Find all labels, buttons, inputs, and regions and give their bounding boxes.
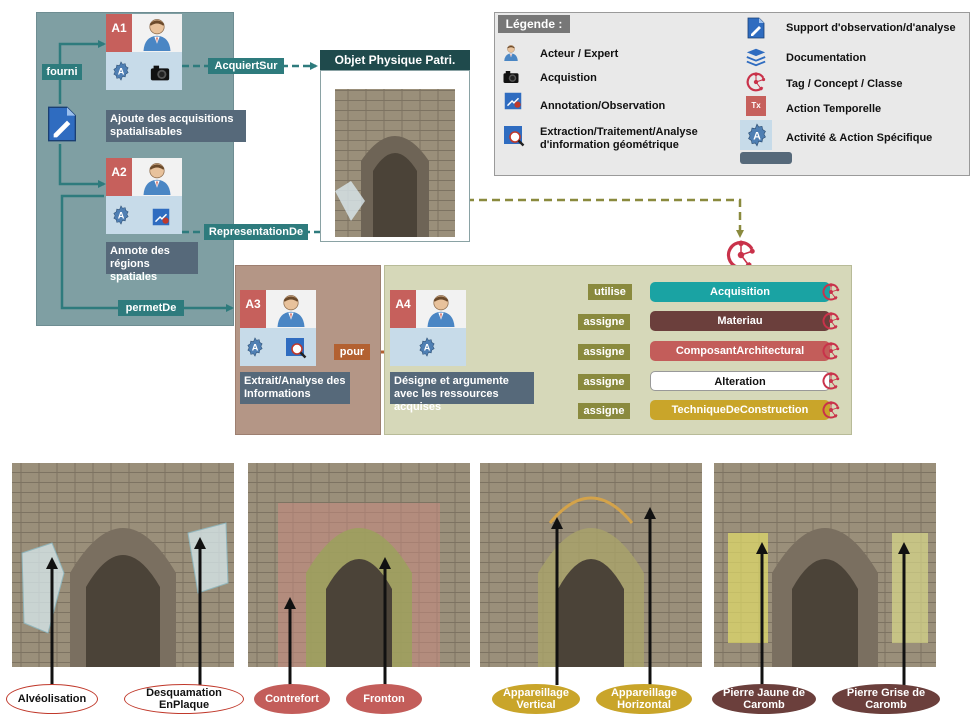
annotation-icon (504, 92, 522, 110)
tag-concept-icon (822, 342, 840, 360)
relation-utilise: utilise (588, 284, 632, 300)
actor-label-a2: Annote des régions spatiales (106, 242, 198, 283)
church-portal-photo (335, 89, 455, 237)
legend-item-support: Support d'observation/d'analyse (786, 22, 956, 34)
label-desquamation: Desquamation EnPlaque (124, 684, 244, 714)
relation-assigne: assigne (578, 403, 630, 419)
label-pierre-jaune: Pierre Jaune de Caromb (712, 684, 816, 714)
label-alveolisation: Alvéolisation (6, 684, 98, 714)
legend-item-annotation: Annotation/Observation (540, 100, 666, 112)
support-document-icon (747, 17, 765, 39)
documentation-stack-icon (745, 47, 767, 67)
activity-gear-icon (419, 337, 435, 357)
legend-item-extraction: Extraction/Traitement/Analyse d'informat… (540, 126, 698, 151)
relation-fourni: fourni (42, 64, 82, 80)
photo-technique (480, 463, 702, 667)
actor-label-a3: Extrait/Analyse des Informations (240, 372, 350, 404)
photo-materiau (714, 463, 936, 667)
legend-item-documentation: Documentation (786, 52, 867, 64)
legend-item-tag: Tag / Concept / Classe (786, 78, 903, 90)
relation-acquiert-sur: AcquiertSur (208, 58, 284, 74)
concept-technique-construction[interactable]: TechniqueDeConstruction (650, 400, 830, 420)
actor-activity-a1 (106, 52, 182, 90)
actor-label-a4: Désigne et argumente avec les ressources… (390, 372, 534, 413)
relation-assigne: assigne (578, 344, 630, 360)
relation-assigne: assigne (578, 314, 630, 330)
extraction-magnifier-icon (284, 336, 307, 359)
label-appareillage-horizontal: Appareillage Horizontal (596, 684, 692, 714)
label-contrefort: Contrefort (254, 684, 330, 714)
concept-acquisition[interactable]: Acquisition (650, 282, 830, 302)
actor-label-a1: Ajoute des acquisitions spatialisables (106, 110, 246, 142)
tag-concept-icon (822, 401, 840, 419)
expert-person-icon (416, 290, 466, 328)
legend-title: Légende : (498, 15, 570, 33)
object-title: Objet Physique Patri. (320, 50, 470, 70)
activity-gear-icon (748, 123, 766, 147)
expert-person-icon (132, 158, 182, 196)
actor-tag-a2: A2 (106, 158, 132, 196)
legend-panel (494, 12, 970, 176)
tag-concept-icon (822, 312, 840, 330)
actor-tag-a4: A4 (390, 290, 416, 328)
label-fronton: Fronton (346, 684, 422, 714)
expert-person-icon (266, 290, 316, 328)
label-swatch (740, 152, 792, 164)
tag-concept-icon (822, 283, 840, 301)
expert-person-icon (132, 14, 182, 52)
concept-composant-architectural[interactable]: ComposantArchitectural (650, 341, 830, 361)
actor-activity-a3 (240, 328, 316, 366)
actor-activity-a2 (106, 196, 182, 234)
concept-alteration[interactable]: Alteration (650, 371, 830, 391)
tag-concept-icon (746, 72, 766, 92)
actor-activity-a4 (390, 328, 466, 366)
temporal-action-icon: Tx (746, 96, 766, 116)
expert-person-icon (504, 45, 518, 62)
relation-permet-de: permetDe (118, 300, 184, 316)
legend-item-acquisition: Acquistion (540, 72, 597, 84)
relation-pour: pour (334, 344, 370, 360)
photo-label-arrows (46, 507, 910, 685)
concept-materiau[interactable]: Materiau (650, 311, 830, 331)
relation-assigne: assigne (578, 374, 630, 390)
legend-item-activity: Activité & Action Spécifique (786, 132, 933, 144)
actor-tag-a3: A3 (240, 290, 266, 328)
actor-card-a2[interactable]: A2 (106, 158, 182, 234)
relation-representation-de: RepresentationDe (204, 224, 308, 240)
extraction-magnifier-icon (502, 124, 525, 147)
camera-acquisition-icon (503, 71, 519, 83)
activity-gear-icon (247, 337, 263, 357)
label-pierre-grise: Pierre Grise de Caromb (832, 684, 940, 714)
label-appareillage-vertical: Appareillage Vertical (492, 684, 580, 714)
tag-concept-icon (822, 372, 840, 390)
legend-item-temporal: Action Temporelle (786, 103, 882, 115)
actor-card-a3[interactable]: A3 (240, 290, 316, 366)
legend-item-actor: Acteur / Expert (540, 48, 619, 60)
object-photo-frame (320, 70, 470, 242)
actor-tag-a1: A1 (106, 14, 132, 52)
actor-card-a1[interactable]: A1 (106, 14, 182, 90)
actor-card-a4[interactable]: A4 (390, 290, 466, 366)
